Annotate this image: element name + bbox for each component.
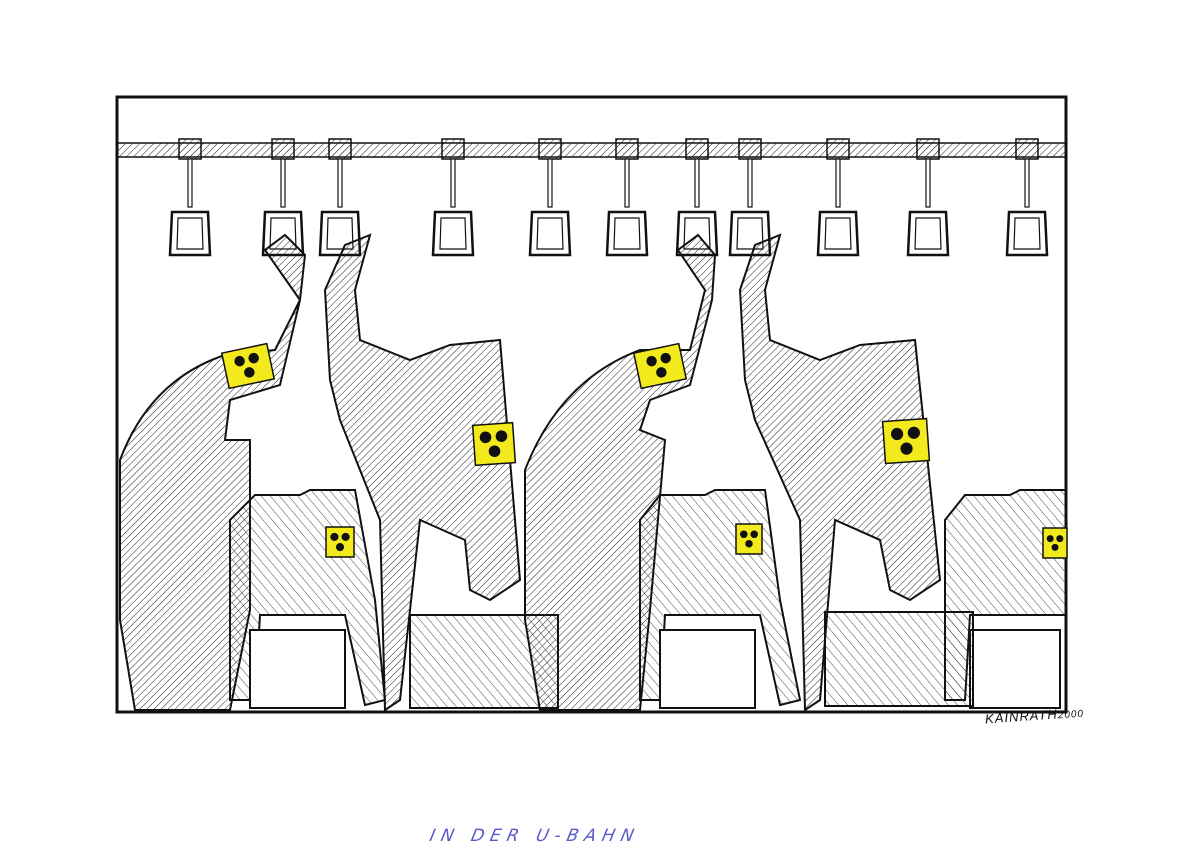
briefcase [824,611,974,707]
hand-strap [168,138,212,257]
hand-strap [528,138,572,257]
standing-passenger [738,233,942,712]
seated-passenger [639,489,802,709]
hand-strap [906,138,950,257]
seated-passenger [229,489,387,709]
armband [632,342,688,390]
signature-year: 2000 [1057,708,1085,722]
hand-strap [1005,138,1049,257]
hand-strap [816,138,860,257]
briefcase [409,614,559,709]
standing-passenger [323,233,522,712]
hand-strap [431,138,475,257]
hand-strap [605,138,649,257]
armband [220,342,276,390]
armband [471,421,517,467]
seated-passenger [944,489,1067,709]
armband [1042,527,1068,559]
armband [735,523,763,555]
armband [881,417,931,465]
frame [115,95,1068,714]
armband [325,526,355,558]
blind-armbands [220,342,1068,559]
caption-title: IN DER U-BAHN [427,826,642,846]
